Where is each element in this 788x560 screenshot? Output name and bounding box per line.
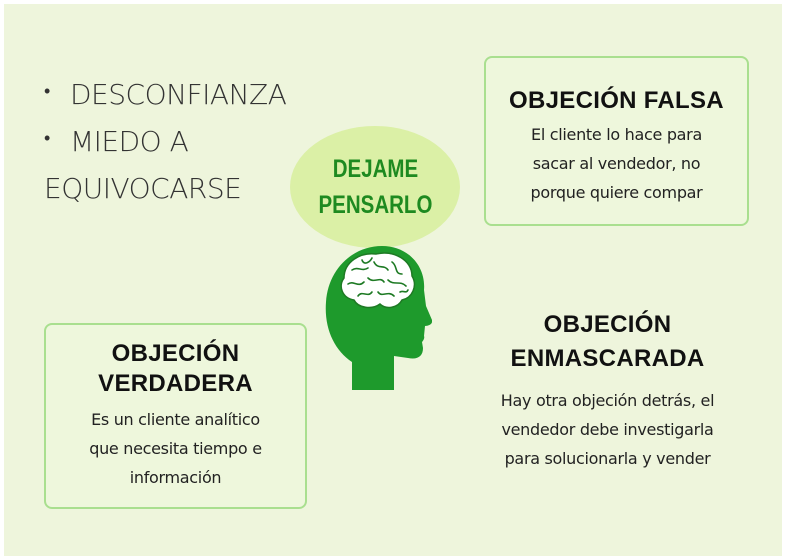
card-text-line: porque quiere compar <box>530 183 703 202</box>
card-title-line: VERDADERA <box>98 370 253 397</box>
central-bubble: DEJAME PENSARLO <box>290 126 460 248</box>
bullet-text: DESCONFIANZA <box>70 78 287 111</box>
card-text-line: Es un cliente analítico <box>91 410 260 429</box>
card-text-line: vendedor debe investigarla <box>501 420 714 439</box>
card-title: OBJECIÓN VERDADERA <box>46 339 305 399</box>
diagram-canvas: • DESCONFIANZA • MIEDO A EQUIVOCARSE DEJAM… <box>4 4 782 556</box>
card-title-line: OBJECIÓN <box>111 340 240 367</box>
bullet-item: • MIEDO A <box>44 119 286 166</box>
card-objecion-falsa: OBJECIÓN FALSA El cliente lo hace para s… <box>484 56 749 226</box>
bullet-dot-icon: • <box>44 81 50 102</box>
head-with-brain-icon <box>325 246 432 390</box>
card-title: OBJECIÓN FALSA <box>509 87 724 114</box>
card-text-line: para solucionarla y vender <box>504 449 711 468</box>
block-title-line: ENMASCARADA <box>510 345 705 372</box>
bullet-dot-icon: • <box>44 128 50 149</box>
block-title-line: OBJECIÓN <box>543 311 672 338</box>
card-text-line: sacar al vendedor, no <box>532 154 701 173</box>
bullet-item: • DESCONFIANZA <box>44 72 287 119</box>
bullet-list: • DESCONFIANZA • MIEDO A EQUIVOCARSE <box>44 72 287 212</box>
bullet-text: EQUIVOCARSE <box>44 172 242 205</box>
bullet-continuation: EQUIVOCARSE <box>44 166 286 212</box>
brain-folds <box>347 257 409 297</box>
central-label-line: PENSARLO <box>318 191 432 219</box>
card-objecion-verdadera: OBJECIÓN VERDADERA Es un cliente analíti… <box>44 323 307 509</box>
card-description: Es un cliente analítico que necesita tie… <box>46 405 305 492</box>
central-label-line: DEJAME <box>332 155 418 183</box>
card-text-line: Hay otra objeción detrás, el <box>500 391 715 410</box>
card-text-line: El cliente lo hace para <box>531 125 702 144</box>
block-title: OBJECIÓN ENMASCARADA <box>470 308 745 376</box>
block-description: Hay otra objeción detrás, el vendedor de… <box>470 386 745 473</box>
card-description: El cliente lo hace para sacar al vendedo… <box>486 120 747 207</box>
card-text-line: información <box>129 468 222 487</box>
card-text-line: que necesita tiempo e <box>89 439 262 458</box>
central-label: DEJAME PENSARLO <box>318 151 432 223</box>
bullet-text: MIEDO A <box>70 125 189 158</box>
block-objecion-enmascarada: OBJECIÓN ENMASCARADA Hay otra objeción d… <box>470 308 745 473</box>
